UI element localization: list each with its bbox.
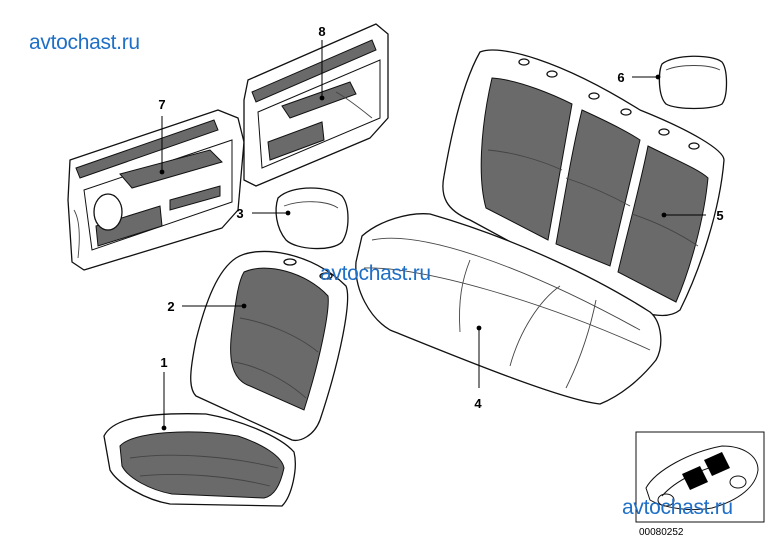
rear-door-panel[interactable] — [243, 23, 389, 187]
watermark-top-left: avtochast.ru — [29, 31, 140, 54]
callout-number: 1 — [160, 355, 167, 370]
front-headrest[interactable] — [275, 187, 349, 250]
rear-headrest[interactable] — [658, 55, 728, 110]
watermark-bottom-right: avtochast.ru — [622, 496, 733, 519]
callout-number: 5 — [716, 208, 723, 223]
front-door-panel[interactable] — [67, 109, 245, 271]
watermark-center: avtochast.ru — [320, 262, 431, 285]
callout-number: 8 — [318, 24, 325, 39]
callout-number: 6 — [617, 70, 624, 85]
rear-seat-backrest[interactable] — [442, 49, 725, 317]
callout-4: 4 — [474, 325, 482, 411]
callout-number: 4 — [474, 396, 482, 411]
callout-7: 7 — [158, 97, 166, 175]
callout-number: 3 — [236, 206, 243, 221]
car-location-inset — [635, 431, 765, 523]
front-seat-cushion[interactable] — [103, 413, 296, 507]
callout-number: 7 — [158, 97, 165, 112]
callout-number: 2 — [167, 299, 174, 314]
rear-seat-cushion[interactable] — [355, 213, 662, 405]
callout-6: 6 — [617, 70, 661, 85]
diagram-code: 00080252 — [639, 527, 684, 538]
callout-1: 1 — [160, 355, 168, 431]
callout-3: 3 — [236, 206, 291, 221]
callout-8: 8 — [318, 24, 326, 101]
callout-2: 2 — [167, 299, 247, 314]
callout-5: 5 — [661, 208, 724, 223]
front-seat-backrest[interactable] — [190, 250, 349, 442]
